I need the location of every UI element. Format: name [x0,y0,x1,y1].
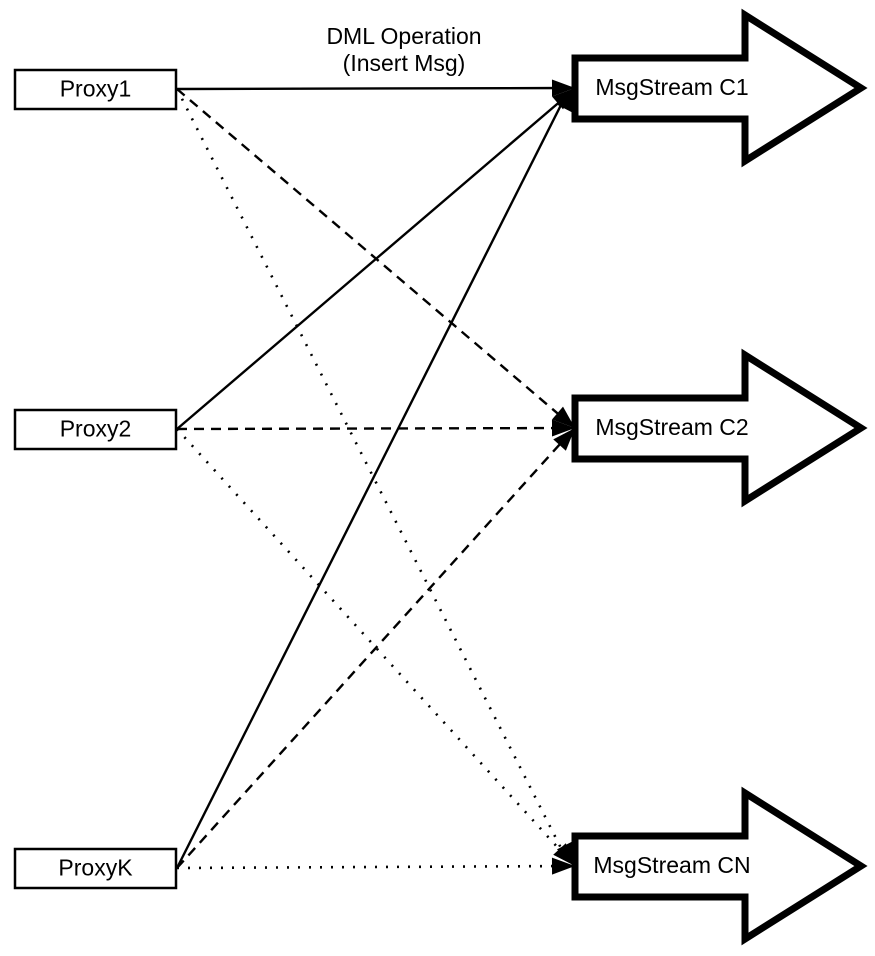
proxy-node-proxyk[interactable]: ProxyK [13,847,178,890]
dml-operation-label-line2: (Insert Msg) [343,50,466,76]
msgstream-label-stream_c1: MsgStream C1 [595,74,748,100]
proxy-node-proxy2[interactable]: Proxy2 [13,408,178,451]
msgstream-label-stream_cn: MsgStream CN [593,852,750,878]
arrowhead-proxy1-to-c1 [551,79,575,97]
arrowheads-layer [551,79,575,875]
arrowhead-proxyk-to-c2 [553,428,575,451]
connection-proxyk-to-stream_c1 [175,94,568,869]
msgstream-nodes-layer: MsgStream C1 MsgStream C2 MsgStream CN [571,8,868,946]
connection-proxy1-to-stream_c2 [176,88,571,425]
msgstream-label-stream_c2: MsgStream C2 [595,414,748,440]
msgstream-arrow-shape-stream_c2 [571,348,868,508]
connection-proxy1-to-stream_cn [175,88,570,863]
proxy-node-proxy1[interactable]: Proxy1 [13,68,178,111]
connection-proxy1-to-stream_c1 [176,86,573,91]
dml-operation-label-line1: DML Operation [326,23,481,49]
proxy-box-proxy2 [13,408,178,451]
connection-proxyk-to-stream_cn [176,864,573,870]
arrowhead-proxyk-to-cn [551,857,575,875]
msgstream-arrow-shape-stream_cn [571,786,868,946]
arrowhead-proxy2-to-c2 [551,419,575,437]
proxy-label-proxy1: Proxy1 [60,76,132,102]
proxy-label-proxy2: Proxy2 [60,416,132,442]
connection-proxyk-to-stream_c2 [176,432,571,869]
arrowhead-proxy1-to-c2 [551,406,575,428]
edge-label-layer: DML Operation (Insert Msg) [326,23,481,76]
arrowhead-proxy2-to-cn [553,843,575,866]
msgstream-node-stream_c1[interactable]: MsgStream C1 [571,8,868,168]
arrowhead-proxyk-to-c1 [556,88,575,113]
proxy-box-proxy1 [13,68,178,111]
connection-proxy2-to-stream_cn [176,428,571,862]
connection-proxy2-to-stream_c1 [176,92,571,430]
msgstream-arrow-shape-stream_c1 [571,8,868,168]
connections-layer [175,86,573,870]
proxy-label-proxyk: ProxyK [58,855,133,881]
proxy-box-proxyk [13,847,178,890]
msgstream-node-stream_cn[interactable]: MsgStream CN [571,786,868,946]
msgstream-node-stream_c2[interactable]: MsgStream C2 [571,348,868,508]
connection-proxy2-to-stream_c2 [176,426,573,431]
